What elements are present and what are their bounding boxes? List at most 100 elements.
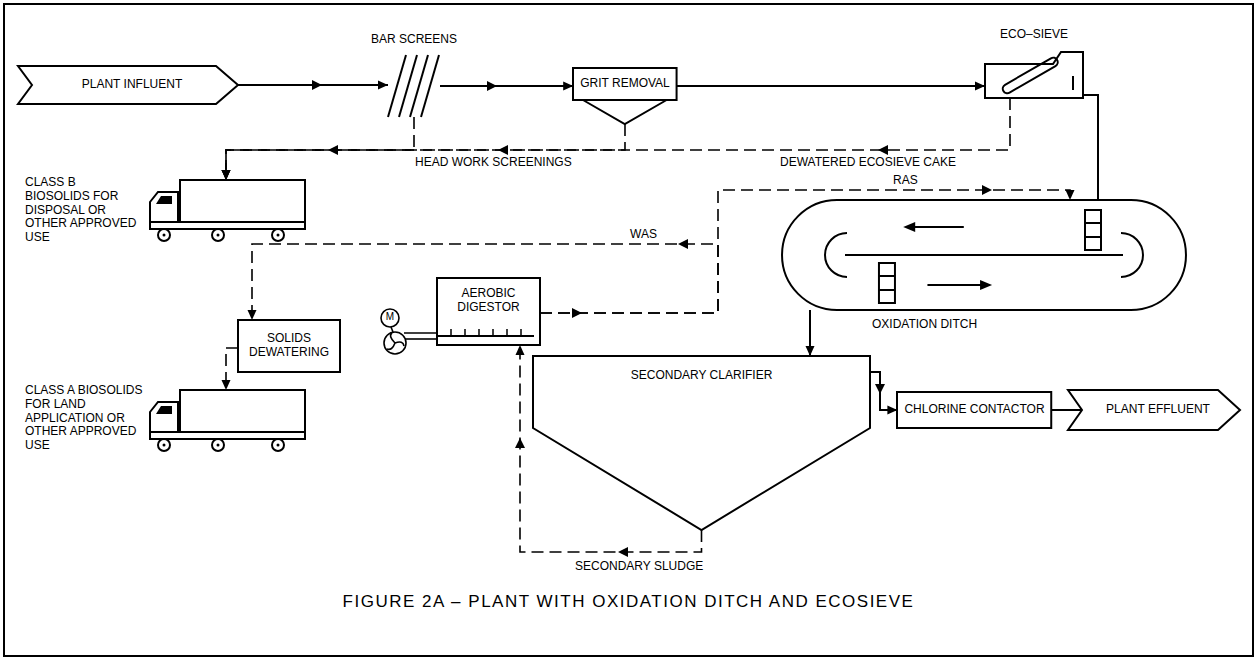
outline — [879, 275, 895, 277]
node-label: SECONDARY CLARIFIER — [631, 369, 773, 383]
outline — [533, 356, 870, 530]
node-label: AEROBIC DIGESTOR — [447, 287, 531, 315]
process-box: CHLORINE CONTACTOR — [897, 392, 1051, 428]
connector-path — [238, 84, 388, 86]
outline — [437, 278, 540, 345]
outlet-arrow-box: PLANT EFFLUENT — [1068, 390, 1240, 430]
outline — [399, 55, 417, 117]
node-label: GRIT REMOVAL — [580, 77, 670, 91]
arrowhead — [248, 310, 257, 320]
outline — [1085, 236, 1101, 238]
outline — [1068, 390, 1240, 430]
connector-path — [870, 372, 897, 410]
outline — [1001, 56, 1059, 95]
connector-path — [677, 85, 985, 87]
flow-line — [677, 82, 985, 91]
arrowhead — [975, 82, 985, 91]
node-label: CLASS B BIOSOLIDS FOR DISPOSAL OR OTHER … — [25, 176, 137, 245]
arrowhead — [222, 170, 231, 180]
arrowhead — [887, 406, 897, 415]
outline — [879, 289, 895, 291]
outline — [272, 229, 284, 241]
outline — [150, 432, 305, 439]
outline — [150, 402, 178, 432]
bar-screen-symbol: BAR SCREENS — [388, 55, 440, 117]
arrowhead — [1066, 190, 1075, 200]
outline — [1121, 233, 1143, 277]
arrowhead — [222, 170, 231, 180]
outline — [573, 68, 677, 124]
outline — [421, 55, 439, 117]
outline — [845, 254, 1123, 256]
node-label: BAR SCREENS — [371, 33, 457, 47]
inlet-arrow-box: PLANT INFLUENT — [18, 66, 238, 104]
sludge-line — [222, 124, 625, 180]
flow-line — [440, 82, 573, 91]
node-label: OXIDATION DITCH — [872, 318, 977, 332]
outline — [1085, 210, 1101, 250]
outline — [180, 180, 305, 222]
flow-label: HEAD WORK SCREENINGS — [415, 156, 572, 170]
sludge-line — [222, 348, 239, 390]
outline — [1072, 76, 1074, 90]
node-shape — [388, 55, 440, 117]
outline — [825, 233, 847, 277]
frame — [4, 4, 1253, 656]
node-shape — [985, 50, 1083, 98]
flow-label: DEWATERED ECOSIEVE CAKE — [780, 156, 956, 170]
outline — [18, 66, 238, 104]
oxidation-ditch: OXIDATION DITCH — [782, 200, 1186, 310]
connector-path — [226, 117, 414, 180]
blower-motor — [381, 309, 437, 354]
flow-label: SECONDARY SLUDGE — [575, 560, 703, 574]
outline — [238, 320, 340, 372]
process-box: SOLIDS DEWATERING — [238, 320, 340, 372]
arrowhead — [806, 346, 815, 356]
outline — [388, 55, 406, 117]
connector-path — [226, 98, 1010, 180]
connector-path — [1052, 409, 1082, 411]
cab-window — [156, 406, 172, 414]
arrowhead — [222, 380, 231, 390]
flow-label: WAS — [630, 228, 657, 242]
flow-line — [238, 81, 388, 90]
node-shape — [782, 200, 1186, 310]
arrowhead — [222, 170, 231, 180]
arrowhead — [563, 82, 573, 91]
arrowhead — [516, 345, 525, 355]
outline — [272, 439, 284, 451]
connector-path — [540, 190, 1070, 313]
outline — [158, 229, 170, 241]
haul-truck: CLASS A BIOSOLIDS FOR LAND APPLICATION O… — [148, 390, 305, 452]
sludge-line — [248, 244, 719, 320]
flow-line — [1083, 95, 1098, 200]
ecosieve-unit: ECO–SIEVE — [985, 50, 1083, 98]
flow-line — [870, 372, 897, 415]
node-label: CHLORINE CONTACTOR — [904, 403, 1044, 417]
sludge-line — [222, 117, 415, 180]
node-label: PLANT EFFLUENT — [1106, 403, 1210, 417]
outline — [150, 192, 178, 222]
outline — [410, 55, 428, 117]
outline — [782, 200, 1186, 310]
digester-tank: AEROBIC DIGESTOR — [437, 278, 540, 345]
outline — [158, 439, 170, 451]
flow-line — [806, 310, 815, 356]
symbol-letter: M — [383, 311, 397, 323]
outline — [927, 284, 982, 286]
outline — [913, 226, 964, 228]
clarifier-tank: SECONDARY CLARIFIER — [533, 356, 870, 530]
grit-chamber: GRIT REMOVAL — [573, 68, 677, 124]
connector-path — [252, 244, 718, 320]
outline — [212, 229, 224, 241]
node-shape — [533, 356, 870, 530]
outline — [879, 263, 895, 303]
node-shape — [148, 390, 305, 452]
node-label: CLASS A BIOSOLIDS FOR LAND APPLICATION O… — [25, 384, 143, 453]
outline — [212, 439, 224, 451]
flow-arrows — [312, 80, 992, 557]
flow-line — [1052, 410, 1082, 411]
connector-path — [440, 85, 573, 87]
node-label: ECO–SIEVE — [1000, 28, 1068, 42]
